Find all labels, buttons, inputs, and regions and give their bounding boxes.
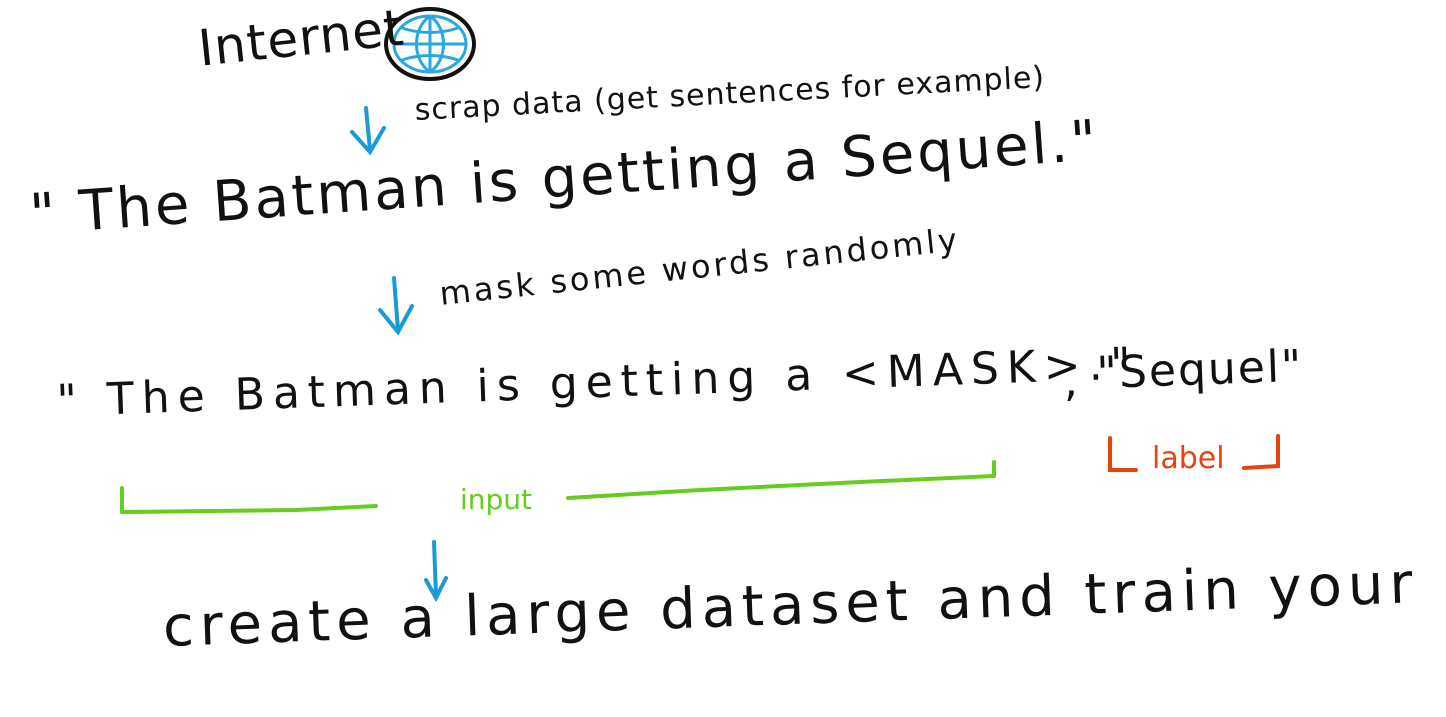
label-bracket <box>1108 434 1280 472</box>
arrow-down-icon <box>378 276 414 336</box>
arrow-down-icon <box>424 540 448 603</box>
node-masked-label: "Sequel" <box>1095 340 1305 399</box>
globe-icon <box>384 7 476 81</box>
arrow-down-icon <box>350 106 386 156</box>
separator: , <box>1064 356 1078 407</box>
input-caption: input <box>460 483 533 516</box>
input-bracket <box>120 460 996 514</box>
label-caption: label <box>1152 441 1225 476</box>
